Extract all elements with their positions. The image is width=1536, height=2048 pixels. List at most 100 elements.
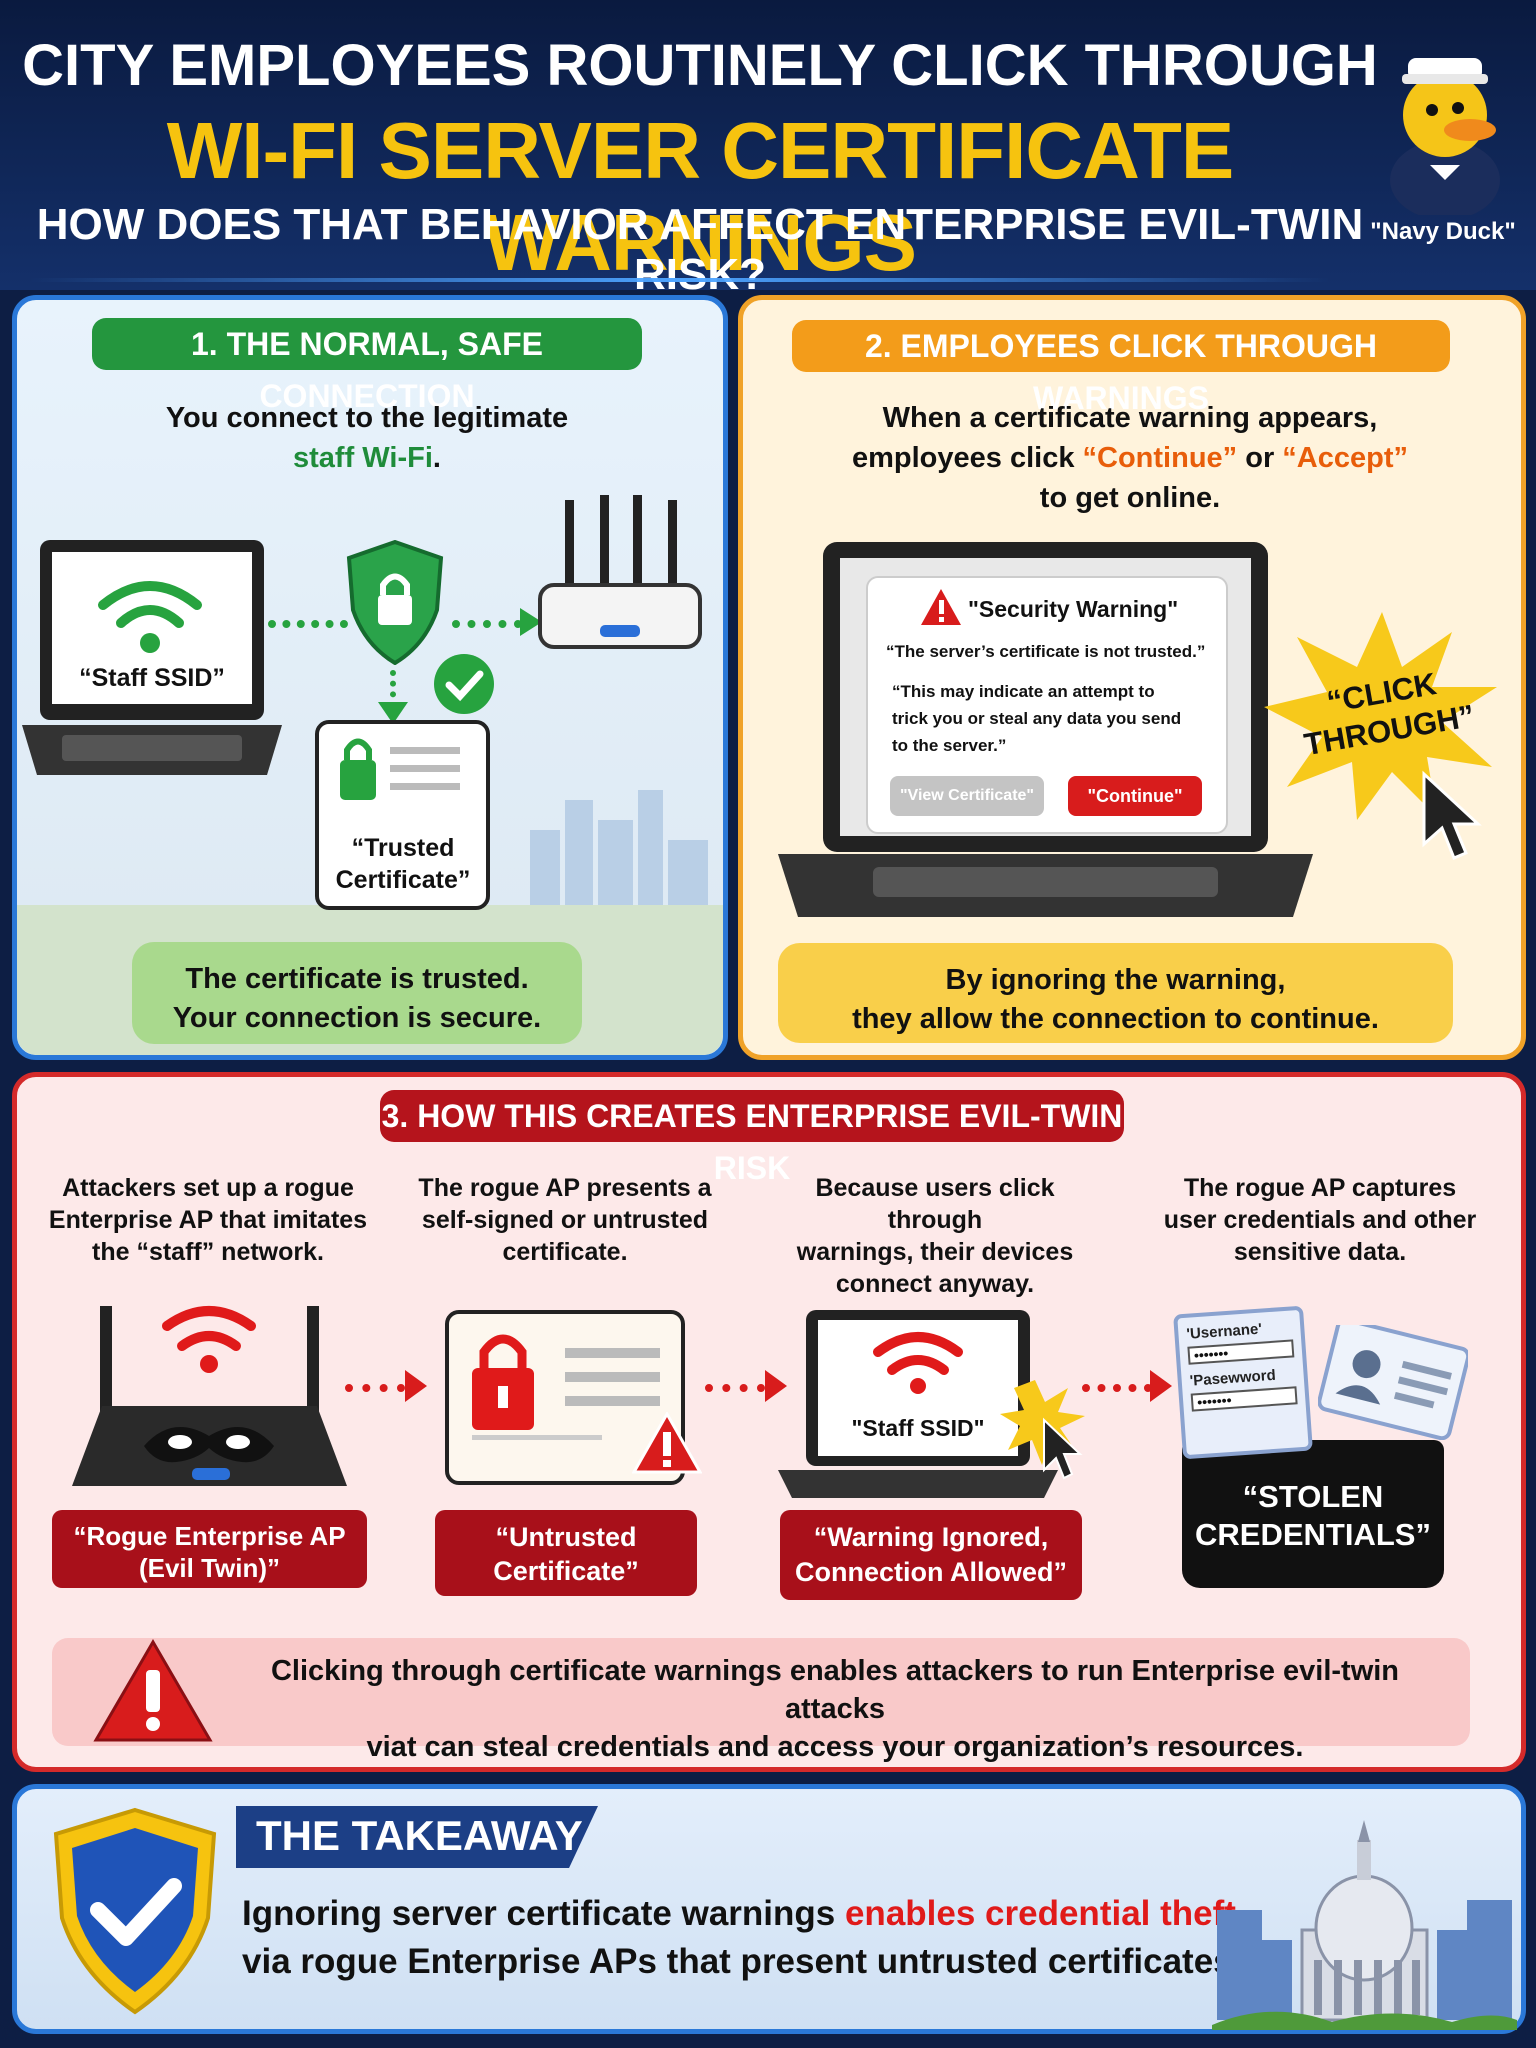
click-burst-cursor-icon [1000, 1380, 1085, 1480]
risk-warning-text: Clicking through certificate warnings en… [225, 1652, 1445, 1766]
trusted-cert-line2: Certificate” [335, 866, 471, 894]
step3-desc-line1: Because users click through [815, 1174, 1055, 1234]
city-hall-skyline-icon [1212, 1820, 1517, 2030]
step3-label-line1: “Warning Ignored, [813, 1522, 1049, 1552]
staff-wifi-highlight: staff Wi-Fi [293, 442, 433, 474]
panel1-note-line2: Your connection is secure. [172, 1002, 542, 1034]
accept-highlight: “Accept” [1282, 442, 1408, 474]
step2-desc-line1: The rogue AP presents a [418, 1174, 712, 1202]
dialog-title: "Security Warning" [968, 596, 1179, 622]
step2-label: “Untrusted Certificate” [435, 1510, 697, 1596]
panel2-text-pre: employees click [851, 442, 1083, 474]
cursor-pointer-icon [1422, 770, 1482, 860]
arrow-down-icon [378, 702, 408, 724]
header-divider [30, 278, 1330, 282]
step2-arrow-dots [705, 1384, 765, 1392]
step2-label-line1: “Untrusted [495, 1522, 637, 1552]
step3-desc: Because users click through warnings, th… [775, 1172, 1095, 1300]
step4-desc-line3: sensitive data. [1233, 1238, 1407, 1266]
risk-warning-strip [52, 1638, 1470, 1746]
panel2-text-or: or [1237, 442, 1283, 474]
step2-desc: The rogue AP presents a self-signed or u… [405, 1172, 725, 1268]
check-circle-icon [434, 654, 494, 714]
panel1-text-period: . [432, 442, 441, 474]
rogue-router-icon [72, 1306, 347, 1486]
takeaway-line2: via rogue Enterprise APs that present un… [242, 1942, 1243, 1981]
dialog-body: “This may indicate an attempt to trick y… [892, 678, 1181, 759]
step2-desc-line2: self-signed or untrusted [421, 1206, 709, 1234]
takeaway-highlight: enables credential theft [844, 1894, 1236, 1933]
continue-highlight: “Continue” [1082, 442, 1238, 474]
panel2-note: By ignoring the warning, they allow the … [778, 943, 1453, 1043]
green-lock-icon [340, 738, 460, 800]
step3-desc-line3: connect anyway. [835, 1270, 1035, 1298]
panel2-text-line1: When a certificate warning appears, [882, 402, 1378, 434]
step1-label: “Rogue Enterprise AP (Evil Twin)” [52, 1510, 367, 1588]
stolen-credentials-box [1182, 1440, 1444, 1588]
step4-desc-line1: The rogue AP captures [1183, 1174, 1457, 1202]
arrow-right-icon [1150, 1370, 1172, 1402]
shield-check-icon [53, 1807, 217, 2015]
step3-label: “Warning Ignored, Connection Allowed” [780, 1510, 1082, 1600]
password-dots: ••••••• [1190, 1386, 1298, 1412]
staff-ssid-label: “Staff SSID” [79, 664, 225, 692]
panel2-title: 2. EMPLOYEES CLICK THROUGH WARNINGS [792, 320, 1450, 416]
takeaway-title: THE TAKEAWAY [256, 1812, 583, 1859]
router-icon [538, 495, 702, 649]
warning-triangle-icon [632, 1412, 702, 1474]
password-label: 'Pasewword [1189, 1366, 1277, 1390]
down-dots [390, 670, 396, 708]
city-skyline-icon [530, 790, 708, 910]
trusted-cert-line1: “Trusted [351, 834, 455, 862]
step3-label-line2: Connection Allowed” [795, 1557, 1067, 1587]
navy-duck-mascot-icon [1390, 58, 1500, 215]
click-through-burst-icon [1264, 612, 1497, 820]
connection-dots-left [268, 620, 348, 628]
panel2-text-line3: to get online. [1039, 482, 1221, 514]
panel1-note: The certificate is trusted. Your connect… [132, 942, 582, 1044]
step3-desc-line2: warnings, their devices [796, 1238, 1074, 1266]
takeaway-title-bar [236, 1806, 598, 1868]
login-form-card: 'Usernane' ••••••• 'Pasewword ••••••• [1173, 1305, 1313, 1460]
panel1-note-line1: The certificate is trusted. [185, 963, 529, 995]
risk-warning-line1: Clicking through certificate warnings en… [270, 1655, 1400, 1725]
arrow-right-icon [765, 1370, 787, 1402]
headline-line-1: CITY EMPLOYEES ROUTINELY CLICK THROUGH [22, 33, 1378, 98]
large-warning-triangle-icon [93, 1639, 213, 1742]
takeaway-line1-text: Ignoring server certificate warnings [242, 1894, 845, 1933]
stolen-credentials-label: “STOLEN CREDENTIALS” [1182, 1478, 1444, 1554]
step4-label-line1: “STOLEN [1242, 1479, 1384, 1514]
connection-dots-right [452, 620, 522, 628]
arrow-right-icon [520, 608, 542, 636]
headline-question: HOW DOES THAT BEHAVIOR AFFECT ENTERPRISE… [36, 200, 1364, 299]
mascot-label: "Navy Duck" [1370, 218, 1516, 245]
step1-arrow-dots [345, 1384, 405, 1392]
dialog-line4: to the server.” [892, 736, 1007, 755]
dialog-line1: “The server’s certificate is not trusted… [886, 642, 1206, 661]
step1-desc: Attackers set up a rogue Enterprise AP t… [48, 1172, 368, 1268]
step4-desc: The rogue AP captures user credentials a… [1155, 1172, 1485, 1268]
warning-triangle-icon [921, 589, 961, 625]
headline-line-2: WI-FI SERVER CERTIFICATE WARNINGS [166, 106, 1234, 287]
step1-desc-line3: the “staff” network. [92, 1238, 324, 1266]
dialog-line2: “This may indicate an attempt to [892, 682, 1155, 701]
dialog-line3: trick you or steal any data you send [892, 709, 1182, 728]
arrow-right-icon [405, 1370, 427, 1402]
panel1-text-line1: You connect to the legitimate [165, 402, 569, 434]
username-dots: ••••••• [1187, 1339, 1295, 1365]
laptop-icon [22, 540, 282, 775]
step4-label-line2: CREDENTIALS” [1195, 1517, 1431, 1552]
step1-desc-line1: Attackers set up a rogue [62, 1174, 354, 1202]
step1-label-line2: (Evil Twin)” [138, 1553, 281, 1583]
username-label: 'Usernane' [1185, 1320, 1263, 1343]
panel2-text-line2: employees click “Continue” or “Accept” [760, 438, 1500, 478]
view-certificate-button[interactable]: "View Certificate" [890, 776, 1044, 816]
panel3-title: 3. HOW THIS CREATES ENTERPRISE EVIL-TWIN… [380, 1090, 1124, 1186]
panel2-note-line2: they allow the connection to continue. [852, 1003, 1379, 1035]
panel2-note-line1: By ignoring the warning, [945, 964, 1286, 996]
step2-label-line2: Certificate” [493, 1556, 639, 1586]
continue-button[interactable]: "Continue" [1068, 776, 1202, 816]
risk-warning-line2: viat can steal credentials and access yo… [366, 1731, 1304, 1763]
takeaway-line1: Ignoring server certificate warnings ena… [242, 1890, 1236, 1938]
panel1-text-line2: staff Wi-Fi. [92, 438, 642, 478]
